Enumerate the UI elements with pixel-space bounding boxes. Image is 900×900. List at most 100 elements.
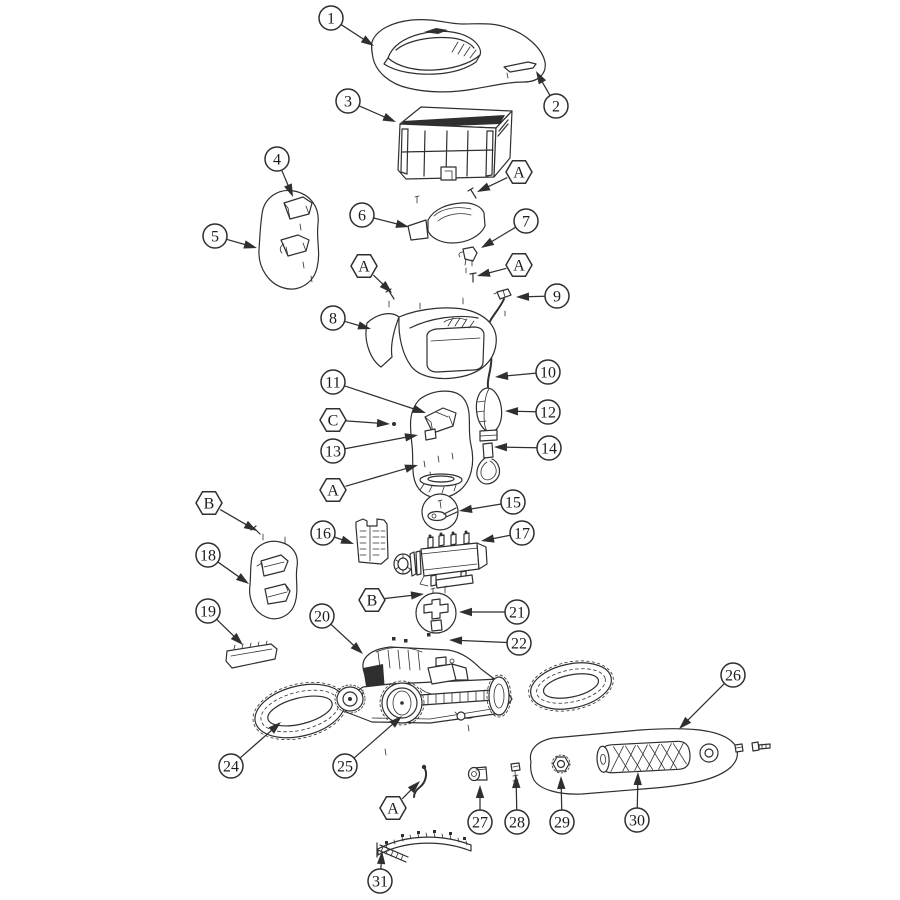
callout-20: 20 <box>309 603 335 629</box>
callout-A: A <box>505 159 533 185</box>
callout-label-17: 17 <box>514 526 530 543</box>
callout-label-5: 5 <box>211 229 219 246</box>
leader-arrowhead-29 <box>557 776 566 790</box>
callout-28: 28 <box>504 809 530 835</box>
callout-11: 11 <box>320 369 346 395</box>
callout-bubble-11 <box>320 369 346 395</box>
leader-arrowhead-27 <box>475 785 485 798</box>
callout-label-9: 9 <box>553 289 561 306</box>
callout-A-3: A <box>505 252 533 278</box>
callout-bubble-25 <box>332 753 358 779</box>
callout-label-26: 26 <box>725 668 741 685</box>
callout-bubble-24 <box>218 753 244 779</box>
callout-label-7: 7 <box>522 214 530 231</box>
callout-15: 15 <box>500 489 526 515</box>
leader-arrowhead-C <box>376 418 390 428</box>
callout-bubble-20 <box>309 603 335 629</box>
leader-line-26 <box>684 683 725 724</box>
leader-arrowhead-B <box>243 520 257 531</box>
callout-bubble-B <box>195 490 223 516</box>
leader-arrowhead-31 <box>376 851 386 865</box>
leader-line-7 <box>488 226 517 244</box>
leader-layer <box>216 24 725 870</box>
callout-18: 18 <box>195 542 221 568</box>
leader-line-24 <box>239 727 275 759</box>
leader-arrowhead-19 <box>230 632 243 645</box>
callout-bubble-B <box>358 587 386 613</box>
part-drawing-comb-plate <box>355 518 389 565</box>
callout-B-2: B <box>358 587 386 613</box>
callout-bubble-26 <box>720 662 746 688</box>
callout-label-6: 6 <box>358 208 366 225</box>
leader-arrowhead-17 <box>481 534 495 543</box>
leader-arrowhead-13 <box>404 433 418 442</box>
part-drawing-right-track <box>528 660 614 712</box>
leader-arrowhead-A <box>477 182 491 192</box>
callout-label-12: 12 <box>540 405 556 422</box>
part-drawing-brush-nut <box>551 754 571 774</box>
callout-16: 16 <box>310 520 336 546</box>
callout-12: 12 <box>535 399 561 425</box>
callout-bubble-8 <box>320 305 346 331</box>
leader-arrowhead-20 <box>350 642 363 654</box>
leader-arrowhead-21 <box>459 607 472 617</box>
part-drawing-filter-basket <box>397 106 513 181</box>
callout-label-15: 15 <box>505 495 521 512</box>
callout-19: 19 <box>195 598 221 624</box>
callout-bubble-10 <box>535 359 561 385</box>
callout-label-18: 18 <box>200 548 216 565</box>
callout-label-A: A <box>358 259 370 276</box>
callout-label-10: 10 <box>540 365 556 382</box>
callout-label-14: 14 <box>541 441 557 458</box>
part-drawing-hook <box>476 457 501 485</box>
callout-bubble-4 <box>264 146 290 172</box>
part-drawing-impeller-cover <box>407 195 486 274</box>
part-drawing-bracket-detail <box>415 585 457 634</box>
leader-arrowhead-A <box>477 268 491 277</box>
callout-label-24: 24 <box>223 759 239 776</box>
callout-bubble-13 <box>320 438 346 464</box>
leader-line-B <box>219 509 250 528</box>
callout-31: 31 <box>367 868 393 894</box>
callout-1: 1 <box>318 5 344 31</box>
leader-line-6 <box>373 217 401 226</box>
leader-arrowhead-A <box>404 464 418 473</box>
part-drawing-right-wheel <box>486 674 512 718</box>
callout-label-B: B <box>204 496 215 513</box>
callout-bubble-29 <box>549 809 575 835</box>
callout-bubble-7 <box>513 208 539 234</box>
part-drawing-float <box>475 387 503 485</box>
leader-arrowhead-10 <box>495 371 509 380</box>
leader-line-13 <box>344 436 410 450</box>
callout-bubble-19 <box>195 598 221 624</box>
callout-bubble-27 <box>467 809 493 835</box>
leader-arrowhead-4 <box>284 183 293 197</box>
leader-line-A <box>345 466 410 487</box>
callout-bubble-18 <box>195 542 221 568</box>
callout-B: B <box>195 490 223 516</box>
part-drawing-left-pulley <box>334 684 366 714</box>
leader-line-30 <box>636 780 639 809</box>
callout-label-4: 4 <box>273 152 281 169</box>
leader-line-A <box>484 177 508 189</box>
part-drawing-bracket <box>458 246 478 274</box>
callout-4: 4 <box>264 146 290 172</box>
callout-label-A: A <box>387 801 399 818</box>
leader-line-11 <box>344 385 418 411</box>
callout-label-8: 8 <box>329 311 337 328</box>
parts-layer <box>225 18 771 863</box>
leader-line-22 <box>457 639 508 644</box>
part-drawing-latch-group <box>258 189 320 290</box>
callout-bubble-A <box>379 795 407 821</box>
callout-7: 7 <box>513 208 539 234</box>
callout-bubble-A <box>505 159 533 185</box>
leader-arrowhead-24 <box>268 722 281 734</box>
part-drawing-bottom-panel <box>529 728 738 795</box>
leader-line-20 <box>330 623 357 649</box>
leader-arrowhead-5 <box>243 240 257 249</box>
callout-2: 2 <box>543 93 569 119</box>
part-drawing-motor-assembly <box>393 530 488 589</box>
callout-bubble-12 <box>535 399 561 425</box>
callout-bubble-A <box>350 253 378 279</box>
callout-5: 5 <box>202 223 228 249</box>
